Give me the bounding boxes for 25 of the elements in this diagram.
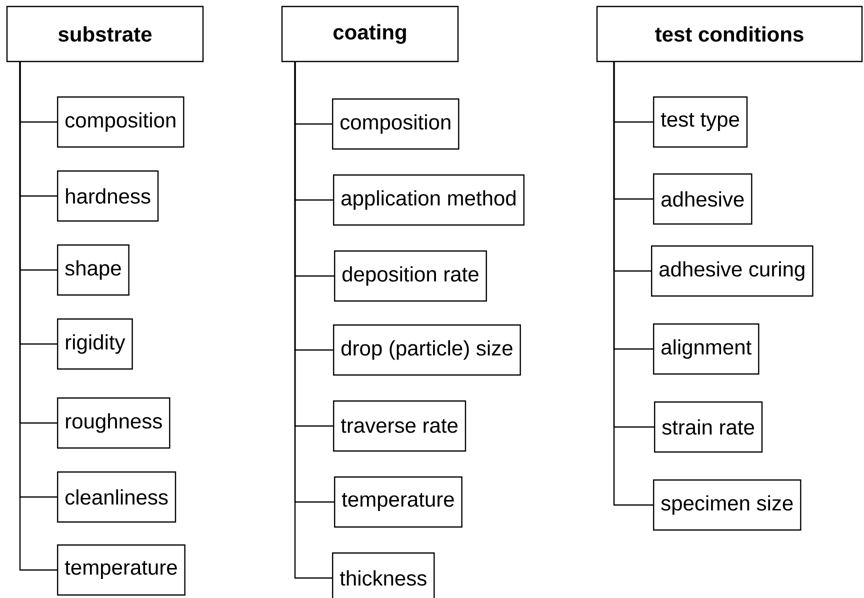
item-box: traverse rate: [333, 400, 466, 452]
item-box: deposition rate: [334, 250, 487, 302]
item-box: cleanliness: [57, 471, 176, 523]
item-box: adhesive curing: [651, 245, 814, 297]
item-box: specimen size: [653, 479, 802, 531]
category-box: test conditions: [596, 6, 863, 62]
item-box: composition: [332, 98, 460, 150]
connector-line: [613, 62, 653, 506]
item-box: adhesive: [653, 173, 752, 225]
category-box: coating: [281, 6, 459, 62]
item-box: test type: [653, 96, 748, 148]
item-box: composition: [57, 96, 184, 148]
item-box: rigidity: [57, 318, 133, 370]
category-box: substrate: [6, 6, 204, 62]
item-box: roughness: [57, 397, 170, 449]
item-box: temperature: [334, 476, 462, 528]
item-box: hardness: [57, 170, 159, 222]
item-box: drop (particle) size: [333, 324, 521, 376]
item-box: application method: [333, 174, 524, 226]
item-box: temperature: [57, 544, 186, 596]
item-box: shape: [57, 244, 130, 296]
item-box: thickness: [332, 552, 435, 598]
item-box: strain rate: [654, 401, 763, 453]
connector-line: [294, 62, 332, 579]
item-box: alignment: [653, 323, 760, 375]
